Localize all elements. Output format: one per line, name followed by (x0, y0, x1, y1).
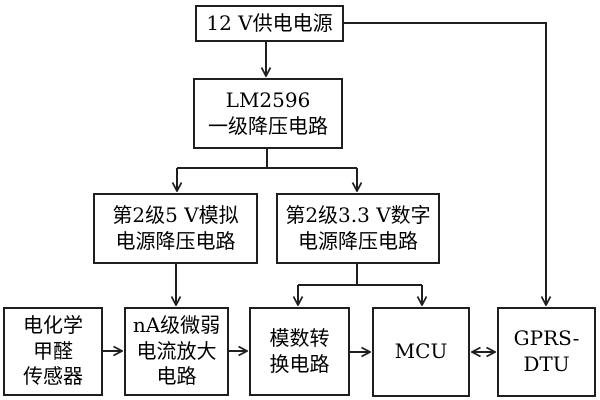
box-label-line: DTU (523, 352, 570, 376)
bus-lm2596-split (177, 149, 357, 169)
box-label-line: GPRS- (513, 326, 580, 351)
box-formaldehyde-sensor: 电化学 甲醛 传感器 (3, 307, 103, 396)
box-na-current-amplifier: nA级微弱 电流放大 电路 (124, 307, 229, 396)
arrow-12v-to-gprs-dtu (344, 22, 546, 305)
box-label-line: 电流放大 (136, 338, 217, 363)
box-label-line: 电源降压电路 (298, 228, 418, 253)
box-label-line: 第2级3.3 V数字 (285, 202, 431, 227)
box-label-line: 一级降压电路 (208, 113, 328, 138)
box-stage2-3v3-digital-buck: 第2级3.3 V数字 电源降压电路 (276, 193, 440, 264)
bus-3v3-split (298, 264, 422, 286)
box-gprs-dtu: GPRS- DTU (497, 307, 596, 397)
box-label-line: 模数转 (269, 325, 330, 350)
box-label-line: 换电路 (269, 351, 330, 376)
box-label-line: 甲醛 (33, 338, 73, 363)
box-label-line: 电路 (156, 364, 197, 389)
box-12v-power-supply: 12 V供电电源 (195, 5, 344, 42)
box-label-line: nA级微弱 (132, 313, 221, 338)
box-label-line: 传感器 (23, 364, 83, 389)
box-adc-circuit: 模数转 换电路 (249, 307, 350, 396)
box-label: MCU (394, 339, 448, 364)
box-label-line: 第2级5 V模拟 (112, 202, 239, 227)
box-label-line: 电源降压电路 (115, 228, 236, 253)
box-mcu: MCU (372, 307, 470, 397)
box-lm2596-first-stage-buck: LM2596 一级降压电路 (193, 78, 343, 149)
box-label-line: LM2596 (225, 87, 311, 112)
box-label-line: 电化学 (23, 313, 83, 338)
box-stage2-5v-analog-buck: 第2级5 V模拟 电源降压电路 (93, 193, 258, 264)
box-label: 12 V供电电源 (206, 10, 333, 35)
